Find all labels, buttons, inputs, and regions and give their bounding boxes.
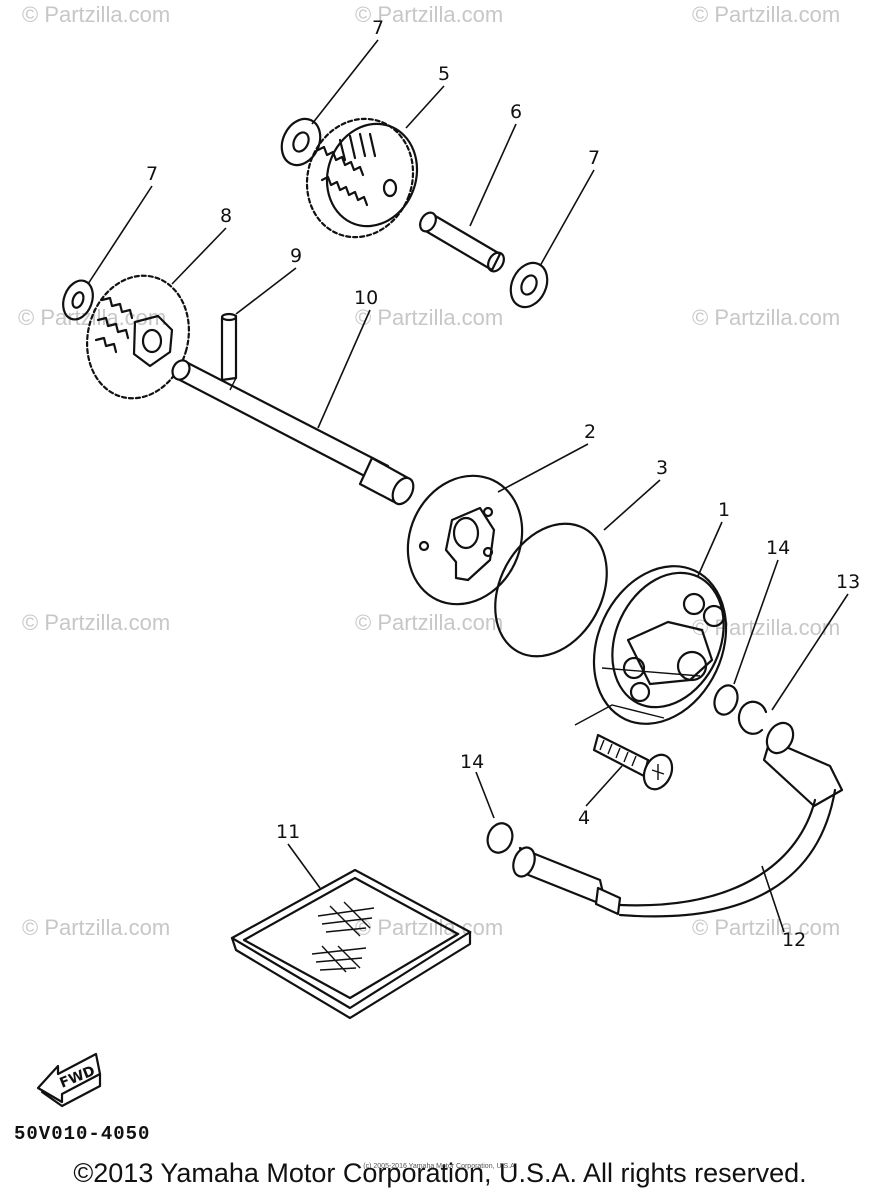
washer-7-top (280, 117, 322, 167)
shaft-6 (419, 211, 505, 273)
pin-9 (220, 312, 238, 382)
washer-7-right (509, 261, 549, 309)
o-ring-3 (494, 522, 608, 658)
pump-body-1 (592, 565, 728, 725)
o-ring-14-right (713, 684, 739, 716)
callout-labels: 7 5 6 7 7 8 9 10 2 3 1 14 13 4 14 11 12 (146, 17, 860, 951)
leader-lines (87, 39, 849, 933)
circlip-13 (737, 700, 768, 735)
watermarks: © Partzilla.com © Partzilla.com © Partzi… (18, 2, 840, 940)
plate-2 (406, 474, 524, 606)
callout-13: 13 (836, 571, 860, 593)
pipe-12 (512, 721, 844, 918)
screw-4 (592, 733, 674, 791)
callout-3: 3 (656, 457, 668, 479)
fwd-label: FWD (58, 1063, 98, 1092)
watermark: © Partzilla.com (692, 915, 840, 940)
callout-7-left: 7 (146, 163, 158, 185)
o-ring-14-left (486, 822, 514, 854)
callout-1: 1 (718, 499, 730, 521)
callout-9: 9 (290, 245, 302, 267)
shaft-10 (171, 359, 415, 506)
copyright-notice: ©2013 Yamaha Motor Corporation, U.S.A. A… (73, 1158, 807, 1188)
watermark: © Partzilla.com (692, 2, 840, 27)
callout-7-top: 7 (372, 17, 384, 39)
callout-2: 2 (584, 421, 596, 443)
watermark: © Partzilla.com (22, 610, 170, 635)
alignment-line (574, 704, 665, 726)
watermark: © Partzilla.com (355, 2, 503, 27)
watermark: © Partzilla.com (355, 305, 503, 330)
watermark: © Partzilla.com (22, 2, 170, 27)
washer-7-left (62, 279, 94, 321)
callout-12: 12 (782, 929, 806, 951)
part-code: 50V010-4050 (14, 1123, 151, 1145)
gear-5 (305, 117, 419, 239)
callout-14-left: 14 (460, 751, 484, 773)
forward-arrow-icon: FWD (36, 1052, 102, 1108)
callout-11: 11 (276, 821, 300, 843)
callout-6: 6 (510, 101, 522, 123)
watermark: © Partzilla.com (692, 615, 840, 640)
callout-14-right: 14 (766, 537, 790, 559)
callout-4: 4 (578, 807, 590, 829)
callout-8: 8 (220, 205, 232, 227)
watermark: © Partzilla.com (22, 915, 170, 940)
strainer-11 (230, 868, 472, 1020)
small-copyright: (c) 2005-2016 Yamaha Motor Corporation, … (363, 1163, 517, 1170)
callout-5: 5 (438, 63, 450, 85)
watermark: © Partzilla.com (692, 305, 840, 330)
callout-10: 10 (354, 287, 378, 309)
watermark: © Partzilla.com (355, 610, 503, 635)
callout-7-right: 7 (588, 147, 600, 169)
gear-8 (86, 274, 190, 400)
